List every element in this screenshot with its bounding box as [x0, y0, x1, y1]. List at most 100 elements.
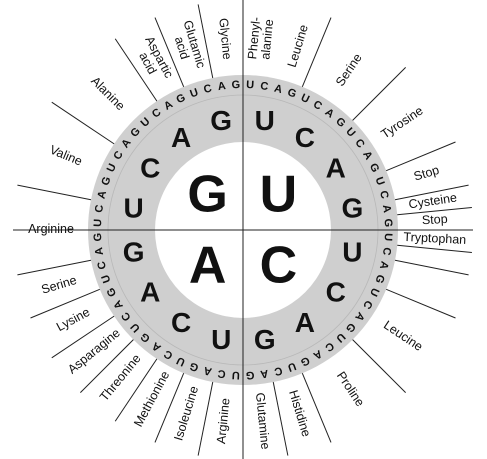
second-base-letter: U	[255, 105, 275, 136]
amino-acid-label: Cysteine	[408, 191, 458, 212]
amino-acid-label-line: Serine	[333, 51, 365, 89]
amino-acid-label-line: Glutamine	[253, 392, 272, 450]
amino-acid-label: Valine	[48, 143, 85, 169]
third-base-letter: U	[373, 175, 387, 187]
amino-acid-label-line: Isoleucine	[172, 384, 202, 442]
second-base-letter: G	[210, 105, 232, 136]
amino-acid-spokes	[13, 0, 473, 459]
spoke-line	[154, 373, 185, 443]
third-base-letter: G	[99, 175, 113, 187]
third-base-letter: C	[202, 83, 213, 97]
third-base-letter: U	[188, 86, 200, 100]
third-base-letter: C	[217, 367, 227, 380]
third-base-letter: G	[246, 369, 255, 381]
spoke-line	[17, 184, 92, 201]
third-base-letter: G	[286, 86, 298, 100]
amino-acid-label: Serine	[40, 273, 79, 297]
third-base-letter: U	[99, 273, 113, 285]
first-base-letter: U	[260, 166, 298, 224]
spoke-line	[386, 141, 456, 172]
amino-acid-label: Histidine	[286, 389, 313, 439]
amino-acid-label: Stop	[412, 163, 441, 184]
spoke-line	[51, 315, 115, 359]
spoke-line	[114, 358, 158, 422]
second-base-letter: G	[123, 236, 145, 267]
second-base-letter: U	[342, 236, 362, 267]
second-base-letter: U	[123, 193, 143, 224]
amino-acid-label-line: Arginine	[28, 222, 74, 236]
third-base-letter: C	[96, 260, 110, 271]
second-base-letter: G	[254, 324, 276, 355]
third-base-letter: A	[377, 260, 391, 271]
amino-acid-label: Tryptophan	[403, 230, 466, 247]
amino-acid-label: Asparticacid	[131, 34, 176, 87]
first-base-letter: C	[260, 236, 298, 294]
amino-acid-label: Glycine	[216, 17, 234, 60]
amino-acid-label-line: Leucine	[381, 318, 425, 354]
spoke-line	[154, 17, 185, 87]
amino-acid-label-line: Phenyl-	[245, 16, 263, 60]
second-base-letter: C	[295, 122, 315, 153]
amino-acid-label-line: Lysine	[54, 305, 92, 334]
amino-acid-label: Glutamine	[253, 392, 272, 450]
third-base-letter: U	[286, 360, 298, 374]
spoke-line	[17, 259, 92, 276]
second-base-letter: A	[326, 153, 346, 184]
amino-acid-label: Leucine	[285, 23, 311, 69]
spoke-line	[51, 101, 115, 145]
amino-acid-label-line: Tyrosine	[379, 104, 426, 142]
spoke-line	[397, 206, 472, 216]
spoke-line	[301, 17, 332, 87]
third-base-letter: G	[372, 273, 386, 285]
first-base-letter: A	[189, 236, 227, 294]
third-base-letter: A	[380, 204, 393, 214]
amino-acid-label: Lysine	[54, 305, 92, 334]
third-base-letter: G	[231, 79, 240, 91]
third-base-letter: A	[217, 80, 227, 93]
spoke-line	[80, 339, 134, 393]
amino-acid-label: Arginine	[28, 222, 74, 236]
wheel-background	[88, 75, 398, 385]
amino-acid-label: Arginine	[214, 397, 232, 444]
spoke-line	[114, 38, 158, 102]
third-base-letter: A	[96, 189, 110, 200]
second-base-letter: A	[140, 276, 160, 307]
amino-acid-label: Glutamicacid	[168, 19, 208, 74]
third-base-letter: U	[92, 219, 104, 228]
spoke-line	[397, 244, 472, 254]
second-base-letter: C	[140, 153, 160, 184]
third-base-letter: U	[382, 233, 394, 242]
amino-acid-label-line: Leucine	[285, 23, 311, 69]
third-base-letter: A	[273, 83, 284, 97]
amino-acid-label: Threonine	[97, 352, 144, 404]
spoke-line	[272, 381, 289, 456]
amino-acid-label: Serine	[333, 51, 365, 89]
amino-acid-label: Stop	[422, 212, 448, 227]
second-base-letter: U	[211, 324, 231, 355]
spoke-line	[394, 259, 469, 276]
amino-acid-label: Tyrosine	[379, 104, 426, 142]
third-base-letter: C	[259, 80, 269, 93]
amino-acid-label-line: Threonine	[97, 352, 144, 404]
third-base-letter: C	[380, 246, 393, 256]
second-base-letter: C	[171, 307, 191, 338]
amino-acid-label-line: Stop	[412, 163, 441, 184]
amino-acid-label-line: Arginine	[214, 397, 232, 444]
third-base-letter: C	[377, 189, 391, 200]
amino-acid-label: Leucine	[381, 318, 425, 354]
third-base-letter: A	[202, 364, 213, 378]
second-base-letter: A	[171, 122, 191, 153]
amino-acid-label: Asparagine	[65, 326, 123, 377]
amino-acid-label-line: Cysteine	[408, 191, 458, 212]
spoke-line	[386, 288, 456, 319]
spoke-line	[301, 373, 332, 443]
amino-acid-label-line: Stop	[422, 212, 448, 227]
third-base-letter: A	[93, 246, 106, 256]
amino-acid-label: Methionine	[131, 369, 172, 430]
amino-acid-label: Phenyl-alanine	[245, 16, 276, 61]
amino-acid-label: Alanine	[88, 74, 127, 113]
third-base-letter: U	[246, 79, 255, 91]
third-base-letter: U	[232, 369, 241, 381]
